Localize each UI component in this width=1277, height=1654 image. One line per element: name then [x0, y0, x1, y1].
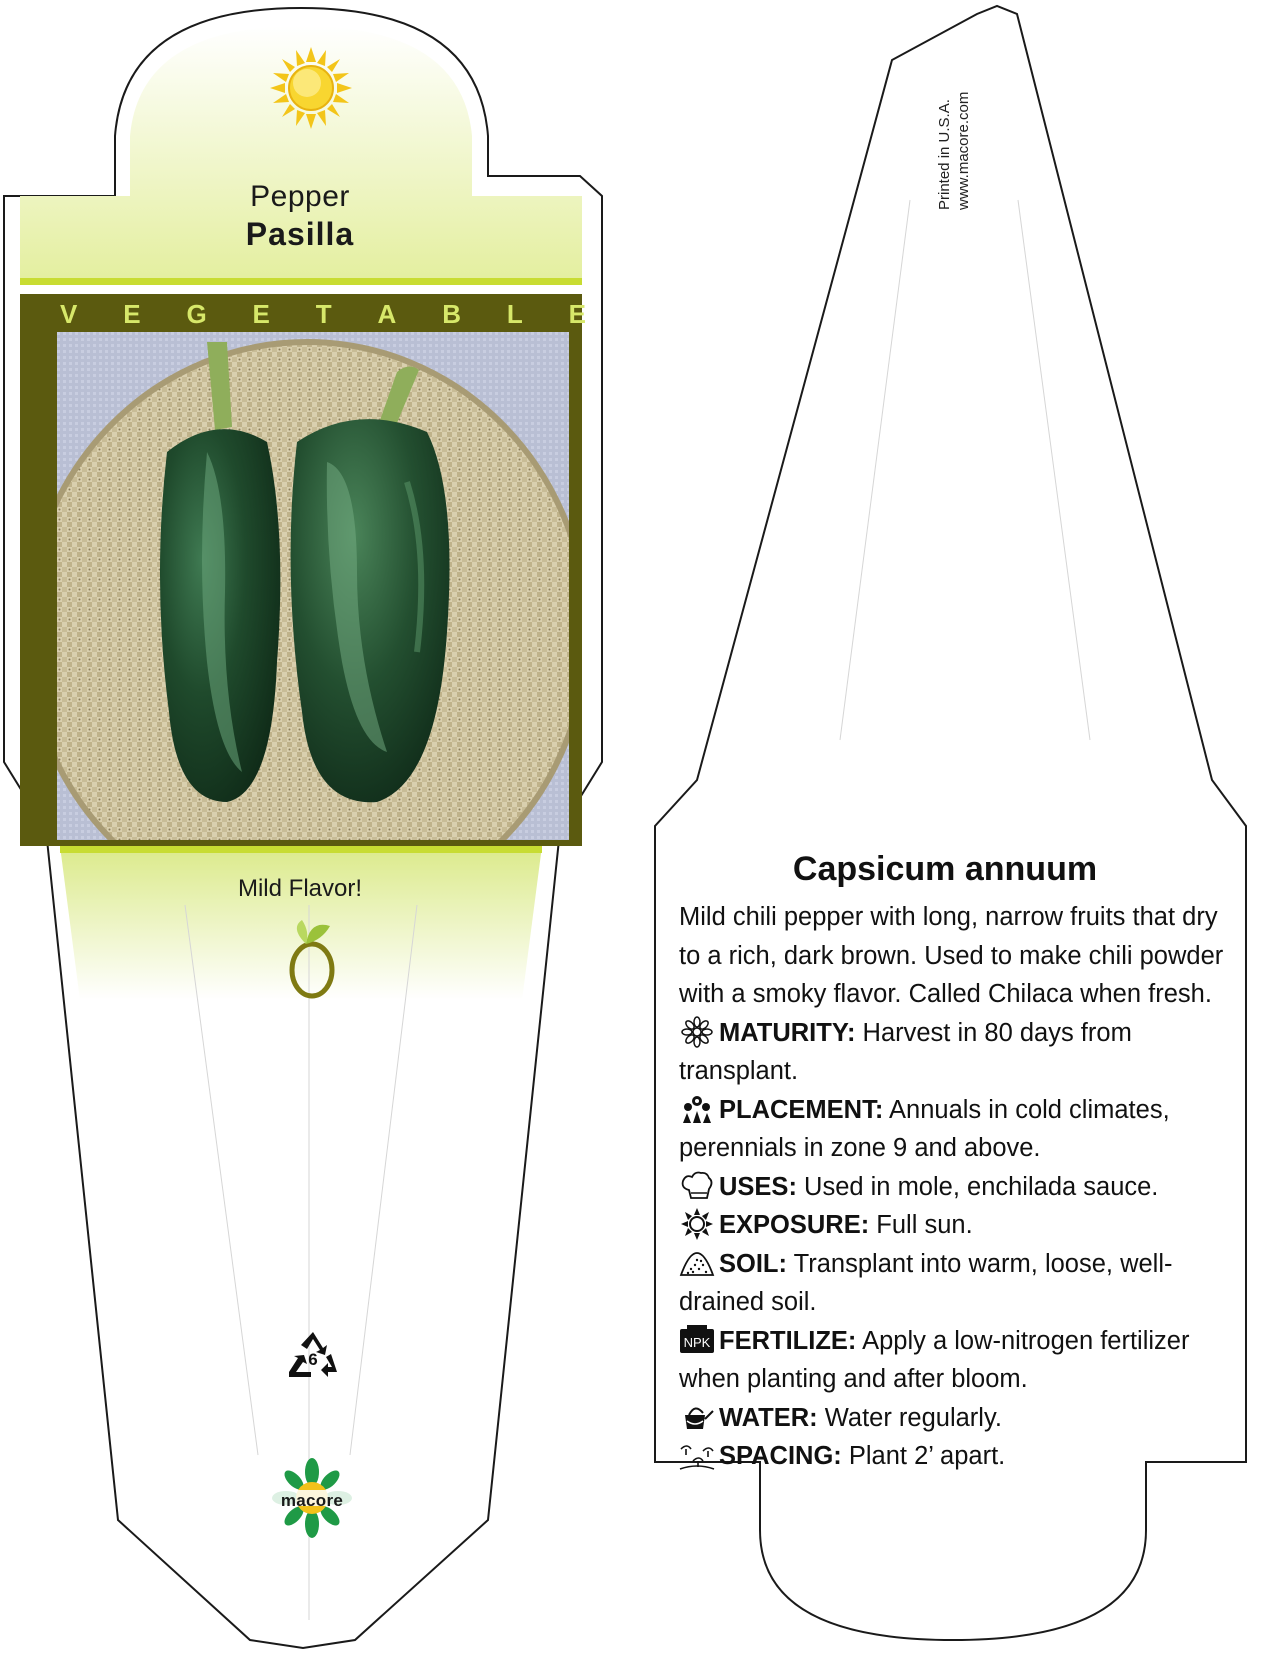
- care-text: Annuals in cold climates, perennials in …: [679, 1095, 1170, 1163]
- care-label: FERTILIZE:: [719, 1326, 857, 1355]
- care-line-maturity: MATURITY: Harvest in 80 days from transp…: [679, 1014, 1244, 1091]
- common-name: Pepper: [250, 180, 350, 213]
- tagline: Mild Flavor!: [237, 875, 363, 902]
- care-label: USES:: [719, 1172, 797, 1201]
- category-letter: V: [60, 298, 78, 329]
- care-line-exposure: EXPOSURE: Full sun.: [679, 1206, 1244, 1245]
- care-line-fertilize: NPK FERTILIZE: Apply a low-nitrogen fert…: [679, 1322, 1244, 1399]
- care-info-block: Mild chili pepper with long, narrow frui…: [679, 898, 1244, 1476]
- category-letter: B: [442, 298, 461, 329]
- care-label: WATER:: [719, 1403, 818, 1432]
- sun-icon: [270, 47, 352, 129]
- brand-logo-text: macore: [280, 1491, 344, 1510]
- category-banner: V E G E T A B L E: [20, 296, 604, 332]
- care-label: EXPOSURE:: [719, 1211, 870, 1239]
- chef-hat-icon: [681, 1171, 713, 1199]
- macore-logo-icon: [262, 1458, 362, 1538]
- soil-icon: [679, 1251, 715, 1276]
- website: www.macore.com: [955, 91, 972, 210]
- category-letter: G: [186, 298, 207, 329]
- printed-in: Printed in U.S.A.: [936, 99, 953, 210]
- description: Mild chili pepper with long, narrow frui…: [679, 903, 1224, 1008]
- care-label: SPACING:: [719, 1442, 842, 1470]
- product-photo: [57, 332, 569, 840]
- category-letter: E: [252, 298, 270, 329]
- care-line-soil: SOIL: Transplant into warm, loose, well-…: [679, 1245, 1244, 1322]
- npk-icon: NPK: [680, 1324, 714, 1353]
- flower-icon: [681, 1015, 713, 1048]
- sun-outline-icon: [681, 1208, 713, 1240]
- care-text: Harvest in 80 days from transplant.: [679, 1018, 1132, 1086]
- care-text: Plant 2’ apart.: [841, 1442, 1006, 1470]
- category-letter: E: [568, 298, 586, 329]
- care-text: Transplant into warm, loose, well-draine…: [679, 1249, 1173, 1317]
- watering-can-icon: [685, 1407, 714, 1429]
- category-letter: E: [123, 298, 141, 329]
- sprout-ring-icon: [289, 920, 335, 999]
- care-line-water: WATER: Water regularly.: [679, 1399, 1244, 1438]
- seedlings-icon: [679, 1445, 715, 1470]
- print-info: Printed in U.S.A. www.macore.com: [935, 50, 972, 210]
- care-text: Used in mole, enchilada sauce.: [796, 1172, 1159, 1201]
- category-letter: T: [315, 298, 332, 329]
- care-label: SOIL:: [719, 1249, 787, 1278]
- recycle-number: 6: [308, 1350, 318, 1369]
- front-top-panel: [20, 26, 582, 278]
- recycle-icon: [289, 1332, 337, 1377]
- care-label: MATURITY:: [719, 1018, 856, 1047]
- category-letter: A: [377, 298, 397, 329]
- front-accent-line: [20, 278, 582, 285]
- back-tag-outline: [654, 4, 1247, 1642]
- front-accent-line-lower: [60, 846, 542, 853]
- npk-label: NPK: [684, 1335, 711, 1350]
- care-text: Apply a low-nitrogen fertilizer when pla…: [679, 1326, 1190, 1394]
- care-label: PLACEMENT:: [719, 1095, 884, 1124]
- care-line-spacing: SPACING: Plant 2’ apart.: [679, 1437, 1244, 1476]
- category-letter: L: [506, 298, 523, 329]
- care-text: Full sun.: [869, 1211, 973, 1239]
- scientific-name: Capsicum annuum: [792, 850, 1098, 888]
- care-text: Water regularly.: [817, 1403, 1002, 1432]
- care-line-placement: PLACEMENT: Annuals in cold climates, per…: [679, 1091, 1244, 1168]
- plants-icon: [683, 1095, 711, 1123]
- variety-name: Pasilla: [245, 216, 355, 252]
- care-line-uses: USES: Used in mole, enchilada sauce.: [679, 1168, 1244, 1207]
